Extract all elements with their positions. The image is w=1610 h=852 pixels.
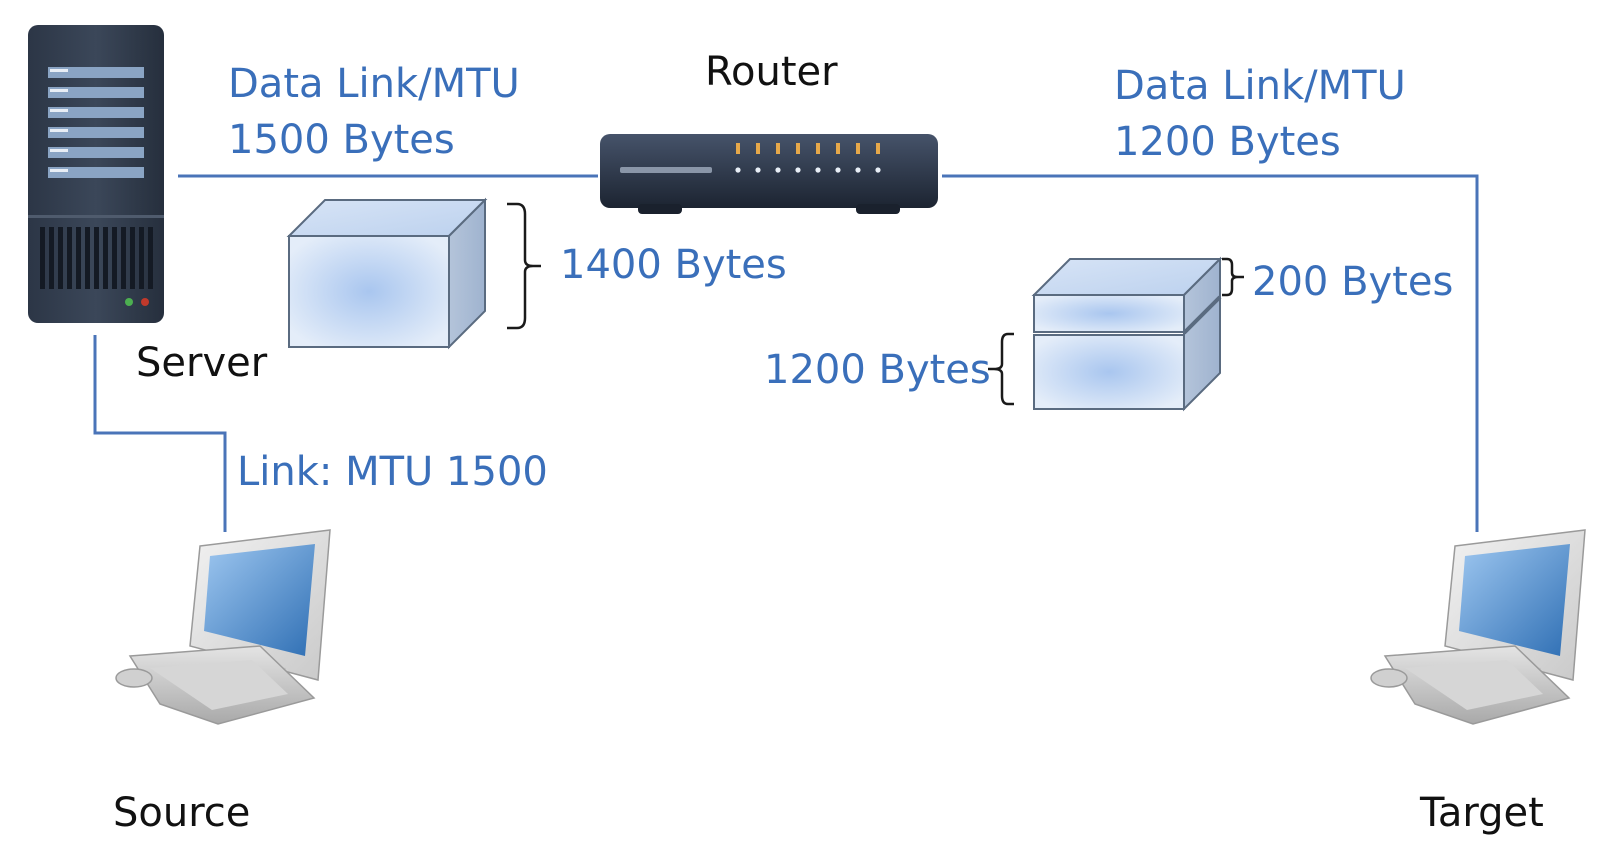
server-router-link-mtu: 1500 Bytes (228, 117, 455, 163)
server-router-link-title: Data Link/MTU (228, 61, 520, 107)
source-server-link-label: Link: MTU 1500 (237, 449, 548, 495)
fragment-large-brace (982, 330, 1022, 410)
packet-fragments (1030, 255, 1255, 413)
fragment-small-face (1033, 294, 1185, 333)
fragment-large-face (1033, 334, 1185, 410)
target-label: Target (1420, 790, 1544, 836)
server-icon[interactable] (28, 25, 164, 323)
source-computer-icon[interactable] (110, 528, 335, 738)
router-label: Router (705, 49, 838, 95)
fragment-large-size-label: 1200 Bytes (764, 347, 991, 393)
link-source-server (93, 335, 227, 532)
fragment-small-brace (1222, 257, 1239, 297)
packet-original-size-label: 1400 Bytes (560, 242, 787, 288)
link-router-target (942, 174, 1479, 532)
router-target-link-title: Data Link/MTU (1114, 63, 1406, 109)
packet-original (285, 196, 560, 351)
server-label: Server (136, 340, 268, 386)
router-target-link-mtu: 1200 Bytes (1114, 119, 1341, 165)
fragment-small-size-label: 200 Bytes (1252, 259, 1454, 305)
router-icon[interactable] (600, 134, 938, 218)
target-computer-icon[interactable] (1365, 528, 1590, 738)
packet-original-brace (507, 202, 534, 330)
source-label: Source (113, 790, 251, 836)
